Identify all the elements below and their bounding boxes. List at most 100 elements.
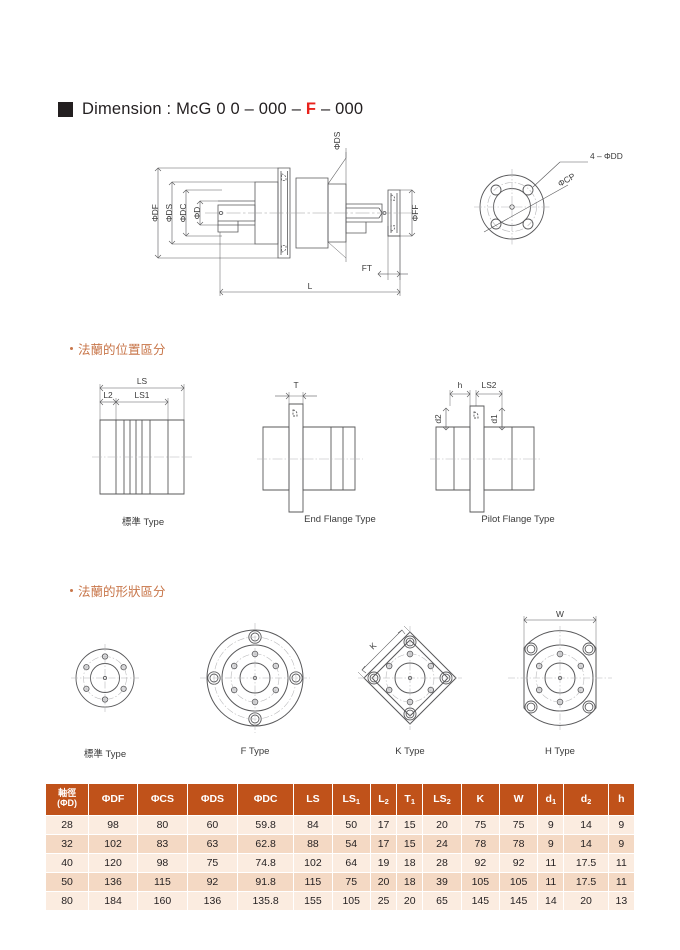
table-cell: 75 (498, 815, 539, 835)
label-ff: ΦFF (410, 205, 420, 222)
table-header-cell-dcs: ΦCS (136, 783, 188, 816)
table-cell: 14 (563, 834, 609, 854)
header-label-line1: 軸徑 (58, 788, 77, 799)
table-cell: 145 (498, 891, 539, 911)
table-cell: 14 (537, 891, 565, 911)
table-cell: 115 (136, 872, 188, 892)
table-cell: 20 (563, 891, 609, 911)
table-header-cell-l2: L2 (369, 783, 398, 816)
label-dc: ΦDC (178, 204, 188, 223)
standard-type-figure: LS L2 LS1 (92, 376, 192, 495)
dim-l2: L2 (103, 390, 113, 400)
caption-k-type: K Type (395, 746, 425, 757)
dim-ls1: LS1 (135, 390, 150, 400)
table-header-cell-ls1: LS1 (331, 783, 371, 816)
pilot-flange-type-figure: h LS2 d2 d1 (430, 380, 540, 513)
table-cell: 60 (186, 815, 238, 835)
table-cell: 28 (422, 853, 462, 873)
table-header-cell-ls2: LS2 (422, 783, 462, 816)
table-header-cell-ls: LS (293, 783, 333, 816)
table-header-cell-h: h (607, 783, 636, 816)
table-cell: 18 (396, 853, 424, 873)
table-cell: 17.5 (563, 853, 609, 873)
table-cell: 115 (293, 872, 333, 892)
title-accent: F (305, 100, 317, 118)
shape-standard-figure (71, 644, 139, 712)
table-cell: 11 (607, 853, 636, 873)
table-cell: 11 (537, 853, 565, 873)
table-cell: 102 (293, 853, 333, 873)
bullet-dot-icon (70, 589, 73, 592)
table-cell: 17 (369, 834, 398, 854)
table-cell: 11 (607, 872, 636, 892)
label-ft: FT (362, 263, 372, 273)
table-cell-shaft-diameter: 50 (44, 872, 90, 892)
table-cell: 91.8 (236, 872, 295, 892)
table-cell: 102 (88, 834, 138, 854)
table-cell: 64 (331, 853, 371, 873)
table-cell: 74.8 (236, 853, 295, 873)
shape-h-type-figure: W (508, 609, 612, 730)
table-cell: 155 (293, 891, 333, 911)
table-cell: 9 (607, 834, 636, 854)
table-cell: 65 (422, 891, 462, 911)
table-cell: 9 (607, 815, 636, 835)
table-cell: 98 (136, 853, 188, 873)
caption-h-type: H Type (545, 746, 575, 757)
caption-standard-type-shape: 標準 Type (83, 749, 127, 760)
table-cell: 15 (396, 834, 424, 854)
table-cell: 78 (460, 834, 500, 854)
dim-k: K (367, 640, 378, 651)
page-title-text: Dimension : McG 0 0 – 000 – F – 000 (82, 100, 363, 119)
table-cell: 160 (136, 891, 188, 911)
table-header-cell-ddc: ΦDC (236, 783, 295, 816)
flange-shape-drawings: K (55, 609, 630, 740)
label-d: ΦD (192, 207, 202, 220)
table-cell: 98 (88, 815, 138, 835)
table-cell: 92 (186, 872, 238, 892)
header-label-line2: (ΦD) (57, 798, 78, 808)
table-cell: 11 (537, 872, 565, 892)
table-cell: 9 (537, 834, 565, 854)
table-cell: 20 (422, 815, 462, 835)
table-cell: 59.8 (236, 815, 295, 835)
table-header-cell-t1: T1 (396, 783, 424, 816)
table-cell: 54 (331, 834, 371, 854)
table-header-cell-dds: ΦDS (186, 783, 238, 816)
table-cell: 75 (331, 872, 371, 892)
caption-end-flange-type: End Flange Type (304, 514, 376, 525)
table-cell: 24 (422, 834, 462, 854)
table-cell: 20 (369, 872, 398, 892)
dim-ls2: LS2 (482, 380, 497, 390)
caption-f-type: F Type (240, 746, 270, 757)
position-type-drawings: LS L2 LS1 (80, 372, 600, 513)
title-suffix: – 000 (316, 100, 364, 118)
table-cell: 135.8 (236, 891, 295, 911)
caption-pilot-flange-type: Pilot Flange Type (481, 514, 555, 525)
table-cell: 92 (460, 853, 500, 873)
dim-d1: d1 (489, 414, 499, 424)
label-dd: 4 – ΦDD (590, 151, 623, 161)
section-heading-position: 法蘭的位置區分 (70, 339, 166, 358)
table-cell: 145 (460, 891, 500, 911)
table-cell: 20 (396, 891, 424, 911)
table-cell: 17 (369, 815, 398, 835)
table-cell: 80 (136, 815, 188, 835)
dim-w: W (556, 609, 564, 619)
table-cell: 78 (498, 834, 539, 854)
table-cell: 14 (563, 815, 609, 835)
table-cell: 18 (396, 872, 424, 892)
table-cell: 62.8 (236, 834, 295, 854)
table-cell: 15 (396, 815, 424, 835)
table-cell: 63 (186, 834, 238, 854)
shape-k-type-figure: K (357, 625, 462, 730)
table-cell: 136 (186, 891, 238, 911)
table-cell: 17.5 (563, 872, 609, 892)
table-cell: 19 (369, 853, 398, 873)
table-cell: 9 (537, 815, 565, 835)
table-cell: 39 (422, 872, 462, 892)
table-cell: 50 (331, 815, 371, 835)
